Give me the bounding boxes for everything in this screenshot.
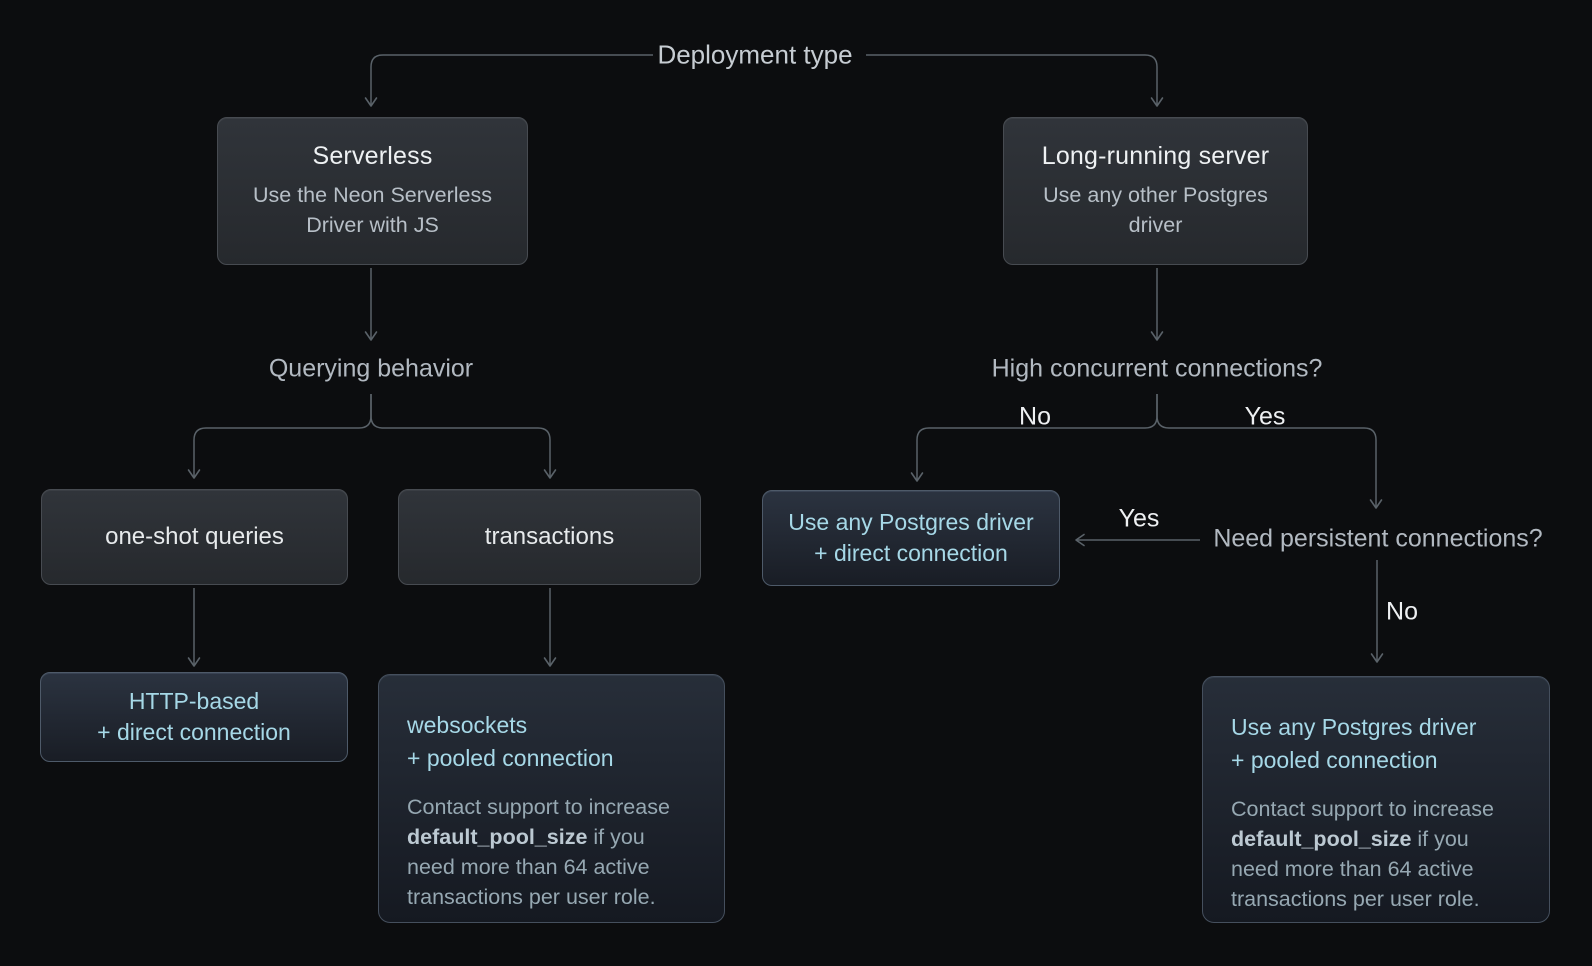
- any-driver-pooled-line1: Use any Postgres driver: [1231, 714, 1477, 740]
- need-persistent-label: Need persistent connections?: [1213, 524, 1543, 553]
- high-concurrent-label: High concurrent connections?: [991, 354, 1323, 383]
- edge-deployment-to-longrunning: [866, 54, 1164, 107]
- default-pool-size-code: default_pool_size: [407, 825, 588, 849]
- edge-highconcurrent-no: [910, 394, 1158, 482]
- edge-querying-to-transactions: [370, 394, 557, 479]
- any-driver-pooled-title: Use any Postgres driver + pooled connect…: [1231, 711, 1476, 777]
- websockets-pooled-node: websockets + pooled connection Contact s…: [378, 674, 725, 923]
- websockets-pooled-line1: websockets: [407, 712, 528, 738]
- edge-querying-to-oneshot: [187, 394, 372, 479]
- serverless-node: Serverless Use the Neon Serverless Drive…: [217, 117, 528, 265]
- any-driver-direct-connection-node: Use any Postgres driver + direct connect…: [762, 490, 1060, 586]
- edge-deployment-to-serverless: [364, 54, 653, 107]
- http-direct-line1: HTTP-based: [128, 688, 260, 714]
- serverless-title: Serverless: [312, 142, 433, 170]
- websockets-pooled-title: websockets + pooled connection: [407, 709, 614, 775]
- high-concurrent-yes-label: Yes: [1244, 402, 1286, 431]
- transactions-label: transactions: [484, 523, 615, 550]
- any-driver-pooled-node: Use any Postgres driver + pooled connect…: [1202, 676, 1550, 923]
- edge-highconcurrent-yes: [1156, 394, 1383, 509]
- serverless-subtitle: Use the Neon Serverless Driver with JS: [253, 183, 492, 237]
- http-direct-connection-node: HTTP-based + direct connection: [40, 672, 348, 762]
- http-direct-line2: + direct connection: [97, 719, 291, 745]
- any-driver-pooled-line2: + pooled connection: [1231, 747, 1438, 773]
- default-pool-size-code: default_pool_size: [1231, 827, 1412, 851]
- long-running-subtitle: Use any other Postgres driver: [1043, 183, 1268, 237]
- one-shot-queries-node: one-shot queries: [41, 489, 348, 585]
- high-concurrent-no-label: No: [1019, 402, 1051, 431]
- any-driver-direct-line2: + direct connection: [814, 540, 1008, 566]
- long-running-title: Long-running server: [1041, 142, 1270, 170]
- need-persistent-no-label: No: [1386, 597, 1418, 626]
- querying-behavior-label: Querying behavior: [268, 354, 474, 383]
- long-running-server-node: Long-running server Use any other Postgr…: [1003, 117, 1308, 265]
- transactions-node: transactions: [398, 489, 701, 585]
- websockets-pooled-line2: + pooled connection: [407, 745, 614, 771]
- deployment-type-label: Deployment type: [657, 39, 853, 70]
- websockets-pooled-note: Contact support to increase default_pool…: [407, 795, 670, 909]
- any-driver-pooled-note: Contact support to increase default_pool…: [1231, 797, 1494, 911]
- need-persistent-yes-label: Yes: [1118, 504, 1160, 533]
- one-shot-queries-label: one-shot queries: [105, 523, 284, 550]
- any-driver-direct-line1: Use any Postgres driver: [788, 509, 1034, 535]
